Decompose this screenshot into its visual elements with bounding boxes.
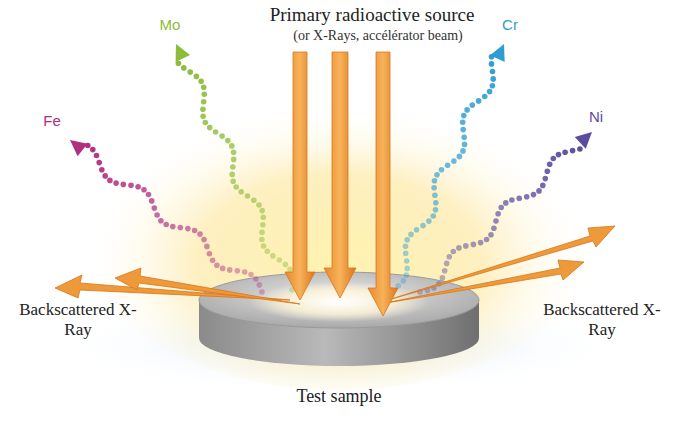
- backscatter-label: Backscattered X-Ray: [18, 300, 138, 339]
- source-title: Primary radioactive source: [270, 4, 475, 26]
- backscatter-label: Backscattered X-Ray: [542, 300, 662, 339]
- element-label: Cr: [502, 16, 518, 33]
- element-label: Fe: [43, 112, 61, 129]
- element-label: Mo: [160, 16, 181, 33]
- sample-label: Test sample: [296, 386, 381, 407]
- fluorescence-ray: [176, 44, 296, 293]
- fluorescence-ray: [70, 140, 265, 295]
- element-label: Ni: [589, 108, 603, 125]
- fluorescence-ray: [389, 44, 505, 293]
- source-note: (or X-Rays, accélérator beam): [293, 28, 462, 44]
